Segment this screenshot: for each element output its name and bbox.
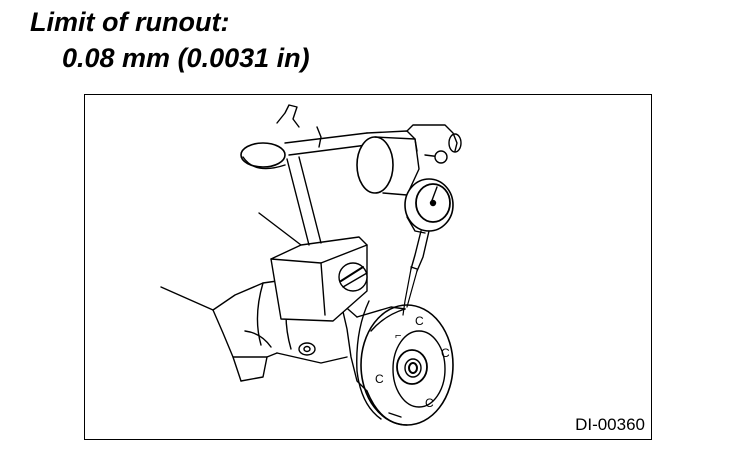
svg-text:C: C — [375, 372, 384, 386]
svg-text:C: C — [441, 346, 450, 360]
hub-flange: C C C C ⌐ — [340, 302, 454, 426]
figure-frame: C C C C ⌐ — [84, 94, 652, 440]
spec-value: 0.08 mm (0.0031 in) — [62, 43, 310, 73]
spec-heading: Limit of runout: — [30, 7, 230, 37]
leader-lines — [160, 212, 302, 311]
gauge-stand — [240, 104, 462, 246]
svg-text:⌐: ⌐ — [395, 330, 401, 342]
svg-text:C: C — [425, 396, 434, 410]
hub-face-detail — [356, 300, 382, 420]
illustration: C C C C ⌐ — [160, 104, 462, 426]
dial-gauge — [402, 178, 454, 316]
figure-code: DI-00360 — [575, 415, 645, 434]
svg-text:C: C — [415, 314, 424, 328]
magnetic-base — [270, 236, 368, 322]
